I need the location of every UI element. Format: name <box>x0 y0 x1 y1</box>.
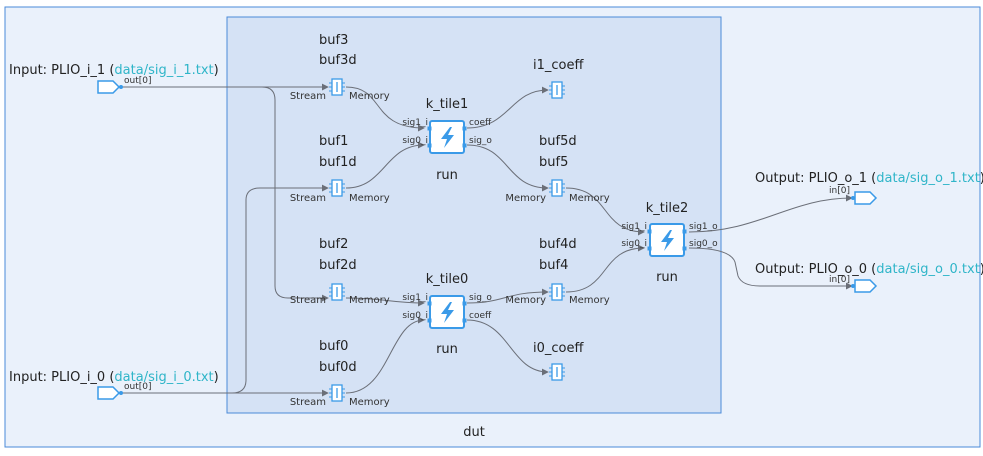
svg-text:Stream: Stream <box>290 397 326 408</box>
svg-text:i1_coeff: i1_coeff <box>533 58 584 73</box>
svg-text:buf1: buf1 <box>319 134 348 149</box>
coeff-icon <box>548 81 566 99</box>
svg-text:Stream: Stream <box>290 193 326 204</box>
plio-o1-port: in[0] <box>829 186 850 196</box>
svg-text:buf2: buf2 <box>319 237 348 252</box>
svg-text:run: run <box>656 270 678 285</box>
dut-label: dut <box>463 425 485 440</box>
kernel-k-tile0[interactable]: k_tile0 sig1_i sig0_i sig_o coeff run <box>402 272 492 357</box>
kernel-k-tile1[interactable]: k_tile1 sig1_i sig0_i coeff sig_o run <box>402 97 492 183</box>
svg-text:sig0_i: sig0_i <box>402 311 428 321</box>
svg-text:run: run <box>436 168 458 183</box>
svg-text:Memory: Memory <box>349 295 390 306</box>
plio-in-icon <box>97 80 120 94</box>
plio-i0-file-link[interactable]: data/sig_i_0.txt <box>114 370 213 385</box>
coeff-i1[interactable]: i1_coeff <box>533 58 584 99</box>
plio-o0-port: in[0] <box>829 275 850 285</box>
svg-text:Memory: Memory <box>505 193 546 204</box>
buffer-buf0[interactable]: buf0 buf0d Stream Memory <box>290 339 390 408</box>
svg-text:Input: PLIO_i_0 (data/sig_i_0.: Input: PLIO_i_0 (data/sig_i_0.txt) <box>9 370 219 385</box>
svg-text:k_tile1: k_tile1 <box>426 97 469 112</box>
svg-text:Memory: Memory <box>349 91 390 102</box>
svg-text:Stream: Stream <box>290 91 326 102</box>
svg-text:buf0: buf0 <box>319 339 348 354</box>
plio-input-i1[interactable]: Input: PLIO_i_1 (data/sig_i_1.txt) out[0… <box>9 63 219 94</box>
svg-text:sig1_i: sig1_i <box>402 293 428 303</box>
coeff-i0[interactable]: i0_coeff <box>533 341 584 381</box>
plio-i1-file-link[interactable]: data/sig_i_1.txt <box>114 63 213 78</box>
svg-text:buf4d: buf4d <box>539 237 577 252</box>
svg-text:buf0d: buf0d <box>319 360 357 375</box>
svg-text:k_tile0: k_tile0 <box>426 272 469 287</box>
coeff-icon <box>548 363 566 381</box>
svg-text:Memory: Memory <box>569 295 610 306</box>
svg-text:coeff: coeff <box>469 118 492 128</box>
svg-text:buf3: buf3 <box>319 33 348 48</box>
svg-text:Output: PLIO_o_1 (data/sig_o_1: Output: PLIO_o_1 (data/sig_o_1.txt) <box>755 171 983 186</box>
svg-text:Stream: Stream <box>290 295 326 306</box>
svg-text:Memory: Memory <box>505 295 546 306</box>
plio-i0-port: out[0] <box>124 382 152 392</box>
buffer-icon <box>328 179 346 197</box>
svg-text:Input: PLIO_i_1 (data/sig_i_1.: Input: PLIO_i_1 (data/sig_i_1.txt) <box>9 63 219 78</box>
buffer-buf5[interactable]: buf5d buf5 Memory Memory <box>505 134 609 204</box>
kernel-k-tile2[interactable]: k_tile2 sig1_i sig0_i sig1_o sig0_o run <box>621 201 718 285</box>
wires <box>121 83 853 397</box>
svg-text:i0_coeff: i0_coeff <box>533 341 584 356</box>
svg-text:sig1_i: sig1_i <box>621 222 647 232</box>
plio-output-o1[interactable]: Output: PLIO_o_1 (data/sig_o_1.txt) in[0… <box>755 171 983 205</box>
svg-text:sig0_o: sig0_o <box>689 239 718 249</box>
kernel-lightning-icon <box>646 223 688 257</box>
buffer-buf3[interactable]: buf3 buf3d Stream Memory <box>290 33 390 102</box>
svg-text:sig_o: sig_o <box>469 136 492 146</box>
buffer-buf4[interactable]: buf4d buf4 Memory Memory <box>505 237 609 306</box>
plio-out-icon <box>854 279 877 293</box>
svg-text:Memory: Memory <box>349 193 390 204</box>
svg-text:Memory: Memory <box>349 397 390 408</box>
plio-o0-file-link[interactable]: data/sig_o_0.txt <box>876 262 980 277</box>
buffer-icon <box>328 283 346 301</box>
svg-text:sig_o: sig_o <box>469 293 492 303</box>
buffer-icon <box>548 179 566 197</box>
svg-text:run: run <box>436 342 458 357</box>
dut-frame <box>226 16 722 414</box>
svg-text:k_tile2: k_tile2 <box>646 201 689 216</box>
svg-text:Output: PLIO_o_0 (data/sig_o_0: Output: PLIO_o_0 (data/sig_o_0.txt) <box>755 262 983 277</box>
svg-text:buf4: buf4 <box>539 258 568 273</box>
svg-text:sig0_i: sig0_i <box>402 136 428 146</box>
plio-in-icon <box>97 386 120 400</box>
buffer-icon <box>548 283 566 301</box>
svg-text:buf5: buf5 <box>539 155 568 170</box>
plio-output-o0[interactable]: Output: PLIO_o_0 (data/sig_o_0.txt) in[0… <box>755 262 983 293</box>
plio-out-icon <box>854 191 877 205</box>
plio-o1-file-link[interactable]: data/sig_o_1.txt <box>876 171 980 186</box>
buffer-icon <box>328 78 346 96</box>
svg-text:coeff: coeff <box>469 311 492 321</box>
buffer-icon <box>328 384 346 402</box>
svg-text:sig1_i: sig1_i <box>402 118 428 128</box>
svg-text:buf3d: buf3d <box>319 53 357 68</box>
kernel-lightning-icon <box>426 295 468 329</box>
svg-text:buf2d: buf2d <box>319 258 357 273</box>
svg-text:Memory: Memory <box>569 193 610 204</box>
buffer-buf1[interactable]: buf1 buf1d Stream Memory <box>290 134 390 204</box>
svg-text:sig1_o: sig1_o <box>689 222 718 232</box>
kernel-lightning-icon <box>426 120 468 154</box>
plio-i1-port: out[0] <box>124 76 152 86</box>
plio-input-i0[interactable]: Input: PLIO_i_0 (data/sig_i_0.txt) out[0… <box>9 370 219 400</box>
svg-text:sig0_i: sig0_i <box>621 239 647 249</box>
buffer-buf2[interactable]: buf2 buf2d Stream Memory <box>290 237 390 306</box>
svg-text:buf1d: buf1d <box>319 155 357 170</box>
svg-text:buf5d: buf5d <box>539 134 577 149</box>
